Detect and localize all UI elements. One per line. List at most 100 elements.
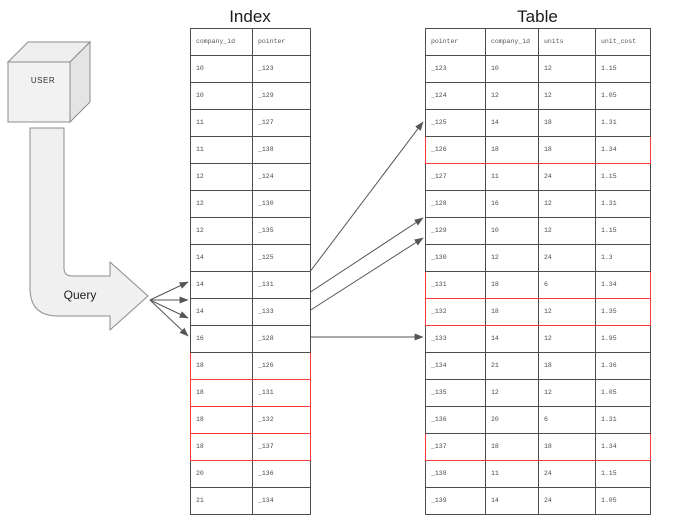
- table-cell-pointer: _127: [425, 163, 486, 191]
- index-cell-company-id: 12: [190, 163, 253, 191]
- table-cell-units: 12: [538, 82, 596, 110]
- user-label: USER: [30, 76, 56, 85]
- index-row: 12_130: [190, 190, 311, 218]
- table-cell-company-id: 21: [485, 352, 539, 380]
- table-cell-pointer: _126: [425, 136, 486, 164]
- index-cell-pointer: _124: [252, 163, 311, 191]
- table-cell-pointer: _133: [425, 325, 486, 353]
- table-cell-units: 12: [538, 325, 596, 353]
- table-cell-units: 18: [538, 136, 596, 164]
- index-cell-pointer: _131: [252, 379, 311, 407]
- table-cell-company-id: 14: [485, 325, 539, 353]
- index-cell-company-id: 14: [190, 244, 253, 272]
- index-col-pointer: pointer: [252, 28, 311, 56]
- table-cell-unit-cost: 1.15: [595, 217, 651, 245]
- table-cell-unit-cost: 1.34: [595, 271, 651, 299]
- index-row: 12_124: [190, 163, 311, 191]
- table-cell-pointer: _139: [425, 487, 486, 515]
- table-cell-units: 24: [538, 460, 596, 488]
- index-header-row: company_id pointer: [190, 28, 311, 56]
- table-cell-unit-cost: 1.05: [595, 379, 651, 407]
- index-cell-pointer: _138: [252, 136, 311, 164]
- index-cell-company-id: 18: [190, 379, 253, 407]
- index-cell-pointer: _137: [252, 433, 311, 461]
- table-cell-pointer: _125: [425, 109, 486, 137]
- table-cell-company-id: 18: [485, 298, 539, 326]
- index-row: 20_136: [190, 460, 311, 488]
- query-label: Query: [63, 288, 97, 302]
- index-row: 10_123: [190, 55, 311, 83]
- index-cell-pointer: _125: [252, 244, 311, 272]
- index-cell-company-id: 20: [190, 460, 253, 488]
- index-cell-company-id: 10: [190, 82, 253, 110]
- table-cell-pointer: _123: [425, 55, 486, 83]
- index-cell-pointer: _127: [252, 109, 311, 137]
- table-cell-pointer: _136: [425, 406, 486, 434]
- index-row: 18_126: [190, 352, 311, 380]
- index-cell-company-id: 18: [190, 433, 253, 461]
- table-cell-units: 18: [538, 433, 596, 461]
- table-cell-pointer: _130: [425, 244, 486, 272]
- table-cell-pointer: _132: [425, 298, 486, 326]
- table-cell-company-id: 10: [485, 55, 539, 83]
- table-cell-unit-cost: 1.31: [595, 406, 651, 434]
- table-cell-unit-cost: 1.36: [595, 352, 651, 380]
- index-to-table-arrows: [305, 121, 424, 341]
- index-row: 18_131: [190, 379, 311, 407]
- index-cell-pointer: _135: [252, 217, 311, 245]
- table-cell-units: 12: [538, 217, 596, 245]
- table-cell-company-id: 18: [485, 433, 539, 461]
- table-cell-unit-cost: 1.05: [595, 487, 651, 515]
- index-row: 11_138: [190, 136, 311, 164]
- index-cell-company-id: 21: [190, 487, 253, 515]
- table-col-unit-cost: unit_cost: [595, 28, 651, 56]
- table-cell-units: 24: [538, 244, 596, 272]
- index-cell-company-id: 18: [190, 406, 253, 434]
- index-cell-pointer: _131: [252, 271, 311, 299]
- index-col-company-id: company_id: [190, 28, 253, 56]
- index-row: 10_129: [190, 82, 311, 110]
- table-cell-unit-cost: 1.3: [595, 244, 651, 272]
- table-cell-units: 18: [538, 109, 596, 137]
- index-cell-company-id: 16: [190, 325, 253, 353]
- table-cell-pointer: _138: [425, 460, 486, 488]
- table-cell-unit-cost: 1.31: [595, 190, 651, 218]
- index-title: Index: [229, 7, 271, 26]
- table-cell-company-id: 20: [485, 406, 539, 434]
- table-cell-units: 6: [538, 406, 596, 434]
- table-cell-unit-cost: 1.15: [595, 163, 651, 191]
- index-row: 14_125: [190, 244, 311, 272]
- index-cell-company-id: 14: [190, 298, 253, 326]
- index-cell-company-id: 10: [190, 55, 253, 83]
- table-cell-pointer: _137: [425, 433, 486, 461]
- table-cell-company-id: 11: [485, 460, 539, 488]
- table-cell-company-id: 18: [485, 136, 539, 164]
- index-row: 16_128: [190, 325, 311, 353]
- index-cell-company-id: 14: [190, 271, 253, 299]
- index-cell-company-id: 11: [190, 136, 253, 164]
- table-cell-pointer: _134: [425, 352, 486, 380]
- table-cell-company-id: 10: [485, 217, 539, 245]
- index-cell-pointer: _130: [252, 190, 311, 218]
- index-cell-pointer: _136: [252, 460, 311, 488]
- index-row: 18_137: [190, 433, 311, 461]
- table-cell-company-id: 12: [485, 244, 539, 272]
- table-cell-units: 12: [538, 190, 596, 218]
- table-cell-unit-cost: 1.34: [595, 433, 651, 461]
- index-cell-company-id: 12: [190, 190, 253, 218]
- index-row: 18_132: [190, 406, 311, 434]
- table-cell-unit-cost: 1.95: [595, 325, 651, 353]
